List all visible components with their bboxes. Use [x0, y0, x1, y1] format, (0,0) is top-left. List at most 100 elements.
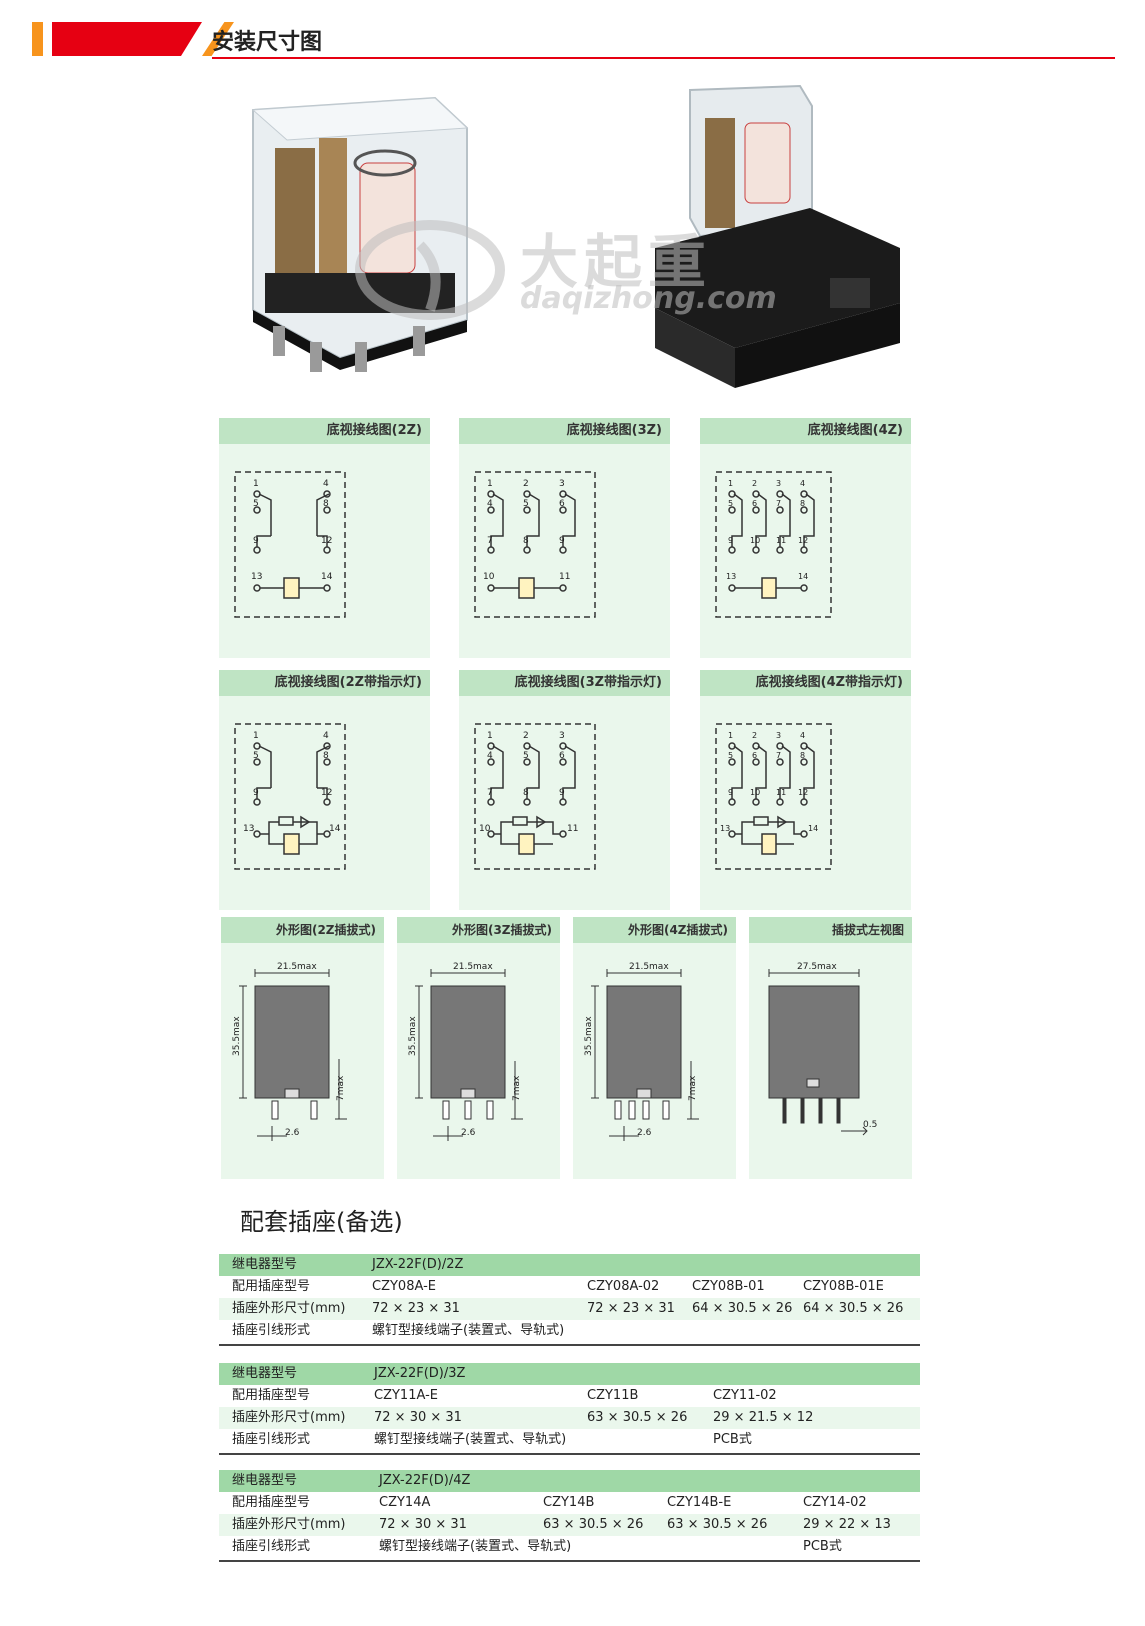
- table-cell: 继电器型号: [232, 1366, 298, 1381]
- terminal-label: 5: [523, 751, 529, 761]
- table-cell: 插座引线形式: [232, 1432, 311, 1447]
- terminal-label: 8: [523, 536, 529, 546]
- table-cell: 63 × 30.5 × 26: [667, 1517, 768, 1532]
- dimension-label: 35.5max: [232, 1016, 242, 1056]
- terminal-label: 13: [243, 824, 254, 834]
- table-cell: CZY08A-E: [372, 1279, 436, 1294]
- terminal-label: 12: [321, 536, 332, 546]
- terminal-label: 9: [253, 788, 259, 798]
- terminal-label: 5: [253, 751, 259, 761]
- table-cell: 72 × 30 × 31: [379, 1517, 467, 1532]
- terminal-label: 9: [559, 536, 565, 546]
- table-cell: JZX-22F(D)/4Z: [379, 1473, 471, 1488]
- terminal-label: 4: [800, 479, 805, 488]
- watermark-brand-cn: 大起重: [520, 228, 713, 296]
- terminal-label: 2: [752, 731, 757, 740]
- wiring-diagram-2z: 1 4 5 8 9 12 13 14: [234, 471, 346, 618]
- terminal-label: 4: [487, 499, 493, 509]
- terminal-label: 2: [523, 731, 529, 741]
- wiring-diagram-2z-led: 1 4 5 8 9 12 13 14: [234, 723, 346, 870]
- table-cell: 配用插座型号: [232, 1388, 311, 1403]
- dimension-label: 2.6: [637, 1128, 652, 1138]
- wiring-panel-4z: 底视接线图(4Z) 1 2 3 4 5 6 7 8 9: [700, 418, 911, 658]
- terminal-label: 8: [523, 788, 529, 798]
- terminal-label: 12: [798, 536, 808, 545]
- terminal-label: 5: [728, 751, 733, 760]
- table-cell: CZY14A: [379, 1495, 431, 1510]
- dimension-label: 21.5max: [277, 962, 317, 972]
- panel-title: 底视接线图(4Z): [700, 418, 911, 444]
- panel-title: 底视接线图(2Z): [219, 418, 430, 444]
- terminal-label: 4: [800, 731, 805, 740]
- wiring-panel-4z-led: 底视接线图(4Z带指示灯) 1 2 3 4 5 6 7: [700, 670, 911, 910]
- panel-title: 底视接线图(3Z带指示灯): [459, 670, 670, 696]
- terminal-label: 2: [523, 479, 529, 489]
- terminal-label: 14: [798, 572, 808, 581]
- table-cell: CZY14B: [543, 1495, 595, 1510]
- dimension-label: 35.5max: [584, 1016, 594, 1056]
- table-cell: 72 × 23 × 31: [587, 1301, 675, 1316]
- terminal-label: 1: [253, 479, 259, 489]
- table-cell: 72 × 30 × 31: [374, 1410, 462, 1425]
- dimension-label: 0.5: [863, 1120, 877, 1130]
- outline-panel-4z: 外形图(4Z插拔式) 21.5max 35.5max 7max 2.6: [573, 917, 736, 1179]
- terminal-label: 8: [800, 499, 805, 508]
- terminal-label: 9: [559, 788, 565, 798]
- terminal-label: 4: [487, 751, 493, 761]
- page-title: 安装尺寸图: [212, 30, 323, 55]
- table-cell: PCB式: [713, 1432, 752, 1447]
- relay-socket-photo: [655, 84, 900, 388]
- table-row: 插座引线形式 螺钉型接线端子(装置式、导轨式) PCB式: [219, 1429, 920, 1451]
- watermark-brand-url: daqizhong.com: [520, 281, 777, 316]
- wiring-panel-2z-led: 底视接线图(2Z带指示灯) 1 4 5 8 9 12 1: [219, 670, 430, 910]
- outline-drawing-side: 27.5max 0.5: [768, 962, 877, 1136]
- table-cell: 63 × 30.5 × 26: [543, 1517, 644, 1532]
- outline-drawing-2z: 21.5max 35.5max 7max 2.6: [232, 962, 347, 1141]
- terminal-label: 9: [728, 536, 733, 545]
- table-cell: 29 × 21.5 × 12: [713, 1410, 814, 1425]
- terminal-label: 10: [479, 824, 491, 834]
- table-cell: 64 × 30.5 × 26: [803, 1301, 904, 1316]
- header-accent-bar: [32, 22, 43, 56]
- table-divider: [219, 1453, 920, 1455]
- wiring-panel-2z: 底视接线图(2Z) 1 4 5 8 9 12 13 14: [219, 418, 430, 658]
- table-row: 插座外形尺寸(mm) 72 × 30 × 31 63 × 30.5 × 26 6…: [219, 1514, 920, 1536]
- section-header: 安装尺寸图: [30, 18, 1115, 60]
- terminal-label: 3: [776, 731, 781, 740]
- wiring-diagram-4z-led: 1 2 3 4 5 6 7 8 9 10 11 12 13 14: [715, 723, 832, 870]
- table-cell: JZX-22F(D)/3Z: [374, 1366, 466, 1381]
- table-cell: 64 × 30.5 × 26: [692, 1301, 793, 1316]
- panel-title: 底视接线图(2Z带指示灯): [219, 670, 430, 696]
- panel-title: 外形图(3Z插拔式): [397, 917, 560, 943]
- terminal-label: 10: [750, 536, 760, 545]
- terminal-label: 11: [567, 824, 578, 834]
- terminal-label: 2: [752, 479, 757, 488]
- table-cell: CZY11B: [587, 1388, 639, 1403]
- sockets-title: 配套插座(备选): [240, 1208, 403, 1236]
- table-row: 继电器型号 JZX-22F(D)/2Z: [219, 1254, 920, 1276]
- table-divider: [219, 1344, 920, 1346]
- terminal-label: 11: [776, 536, 786, 545]
- header-underline: [212, 57, 1115, 59]
- table-cell: 配用插座型号: [232, 1495, 311, 1510]
- socket-table-3z: 继电器型号 JZX-22F(D)/3Z 配用插座型号 CZY11A-E CZY1…: [219, 1363, 920, 1455]
- table-cell: CZY11-02: [713, 1388, 777, 1403]
- terminal-label: 5: [523, 499, 529, 509]
- outline-drawing-4z: 21.5max 35.5max 7max 2.6: [584, 962, 699, 1141]
- table-row: 插座引线形式 螺钉型接线端子(装置式、导轨式) PCB式: [219, 1536, 920, 1558]
- watermark: 大起重 daqizhong.com: [350, 215, 820, 325]
- terminal-label: 6: [752, 751, 757, 760]
- table-cell: PCB式: [803, 1539, 842, 1554]
- wiring-panel-3z-led: 底视接线图(3Z带指示灯) 1 2 3 4 5 6 7: [459, 670, 670, 910]
- panel-title: 底视接线图(4Z带指示灯): [700, 670, 911, 696]
- terminal-label: 7: [487, 536, 493, 546]
- panel-title: 外形图(2Z插拔式): [221, 917, 384, 943]
- wiring-panel-3z: 底视接线图(3Z) 1 2 3 4 5 6 7 8 9: [459, 418, 670, 658]
- terminal-label: 1: [728, 731, 733, 740]
- terminal-label: 8: [800, 751, 805, 760]
- table-row: 配用插座型号 CZY14A CZY14B CZY14B-E CZY14-02: [219, 1492, 920, 1514]
- table-row: 继电器型号 JZX-22F(D)/4Z: [219, 1470, 920, 1492]
- table-row: 插座外形尺寸(mm) 72 × 30 × 31 63 × 30.5 × 26 2…: [219, 1407, 920, 1429]
- terminal-label: 7: [776, 499, 781, 508]
- dimension-label: 27.5max: [797, 962, 837, 972]
